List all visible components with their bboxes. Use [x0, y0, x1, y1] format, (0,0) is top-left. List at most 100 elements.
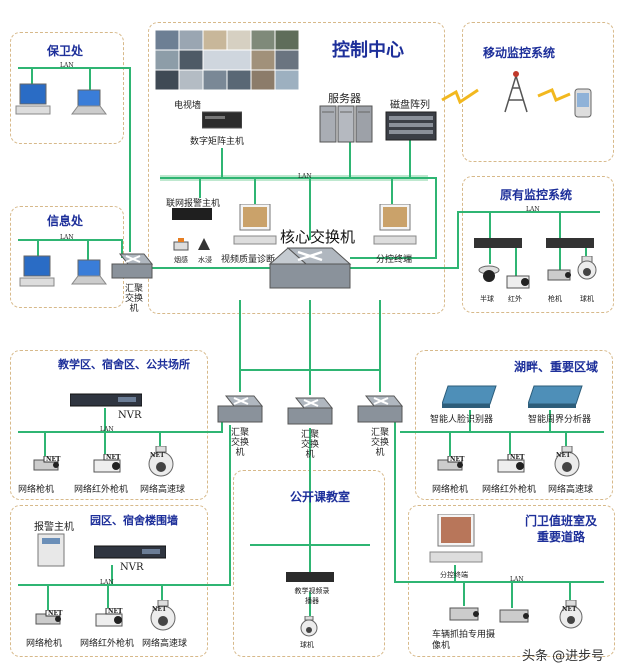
dvr-icon: [546, 238, 594, 248]
net-badge: NET: [556, 452, 571, 459]
perimeter-analyzer-icon: [528, 385, 583, 408]
tv-wall-label: 电视墙: [174, 101, 202, 111]
speed-dome-icon: [554, 446, 580, 477]
sub-terminal-label: 分控终端: [376, 255, 413, 265]
workstation-icon: [373, 204, 417, 245]
perimeter-analyzer-label: 智能周界分析器: [528, 415, 592, 425]
laptop-icon: [71, 259, 107, 285]
server-label: 服务器: [328, 92, 361, 105]
zone-title-gate: 门卫值班室及: [525, 514, 598, 528]
agg-switch-label: 汇聚交换机: [300, 430, 319, 460]
lan-label: LAN: [60, 234, 74, 241]
zone-title-control: 控制中心: [332, 40, 404, 61]
gun-camera-icon: [547, 269, 571, 281]
ir-camera-icon: [506, 275, 530, 289]
dome-camera-icon: [478, 265, 500, 282]
face-server-label: 智能人脸识别器: [430, 415, 494, 425]
legacy-cam-label: 红外: [508, 295, 522, 303]
net-badge: NET: [48, 610, 63, 617]
tv-wall-icon: [155, 30, 300, 91]
water-sensor-icon: [198, 238, 210, 250]
net-dome-label: 网络高速球: [548, 485, 594, 495]
legacy-cam-label: 枪机: [548, 295, 562, 303]
nvr-label: NVR: [120, 562, 144, 573]
face-server-icon: [442, 385, 497, 408]
zone-title-teaching: 教学区、宿舍区、公共场所: [58, 358, 190, 371]
net-badge: NET: [562, 606, 577, 613]
smoke-label: 烟感: [174, 256, 188, 264]
sub-terminal2-label: 分控终端: [440, 571, 468, 579]
plate-camera-icon: [499, 609, 529, 623]
nvr-icon: [94, 545, 166, 559]
matrix-label: 数字矩阵主机: [190, 137, 245, 147]
lan-label: LAN: [100, 579, 114, 586]
gun-camera-icon: [33, 456, 59, 471]
workstation-icon: [429, 514, 483, 563]
agg-switch-label: 汇聚交换机: [124, 284, 143, 314]
disk-array-icon: [385, 111, 437, 141]
zone-title-campus: 园区、宿舍楼围墙: [90, 514, 178, 527]
net-dome-label: 网络高速球: [140, 485, 186, 495]
nvr-icon: [70, 393, 142, 407]
speed-dome-icon: [148, 446, 174, 477]
ir-camera-icon: [93, 454, 121, 473]
antenna-icon: [513, 71, 519, 77]
agg-switch-icon: [217, 395, 264, 423]
net-ir-gun-label: 网络红外枪机: [74, 485, 129, 495]
agg-switch-icon: [287, 397, 334, 425]
speed-dome-icon: [150, 600, 176, 631]
nvr-label: NVR: [118, 410, 142, 421]
net-dome-label: 网络高速球: [142, 639, 188, 649]
zone-title-classroom: 公开课教室: [290, 490, 351, 504]
dome-cam-label: 球机: [300, 641, 314, 649]
core-switch-icon: [268, 247, 352, 289]
zone-title-baowei: 保卫处: [47, 44, 84, 58]
desktop-pc-icon: [15, 83, 51, 115]
net-badge: NET: [46, 456, 61, 463]
zone-title-xinxi: 信息处: [47, 214, 84, 228]
net-ir-gun-label: 网络红外枪机: [482, 485, 537, 495]
ir-camera-icon: [497, 454, 525, 473]
alarm-host-icon: [172, 208, 212, 220]
net-gun-label: 网络枪机: [432, 485, 469, 495]
water-label: 水浸: [198, 256, 212, 264]
alarm-panel-icon: [37, 533, 65, 567]
matrix-host-icon: [202, 111, 242, 129]
lan-label: LAN: [298, 173, 312, 180]
smoke-detector-icon: [173, 238, 189, 251]
lan-label: LAN: [526, 206, 540, 213]
video-diag-label: 视频质量诊断: [221, 255, 276, 265]
plate-cam-label: 车辆抓拍专用摄像机: [432, 630, 496, 651]
net-gun-label: 网络枪机: [26, 639, 63, 649]
watermark: 头条 @进步号: [522, 649, 605, 664]
zone-teaching: [10, 350, 208, 500]
legacy-cam-label: 半球: [480, 295, 494, 303]
speed-dome-icon: [559, 600, 583, 629]
net-badge: NET: [106, 454, 121, 461]
zone-title-gate-2: 重要道路: [537, 530, 586, 544]
gun-camera-icon: [35, 610, 61, 625]
lan-label: LAN: [510, 576, 524, 583]
dvr-icon: [474, 238, 522, 248]
alarm-host-label: 报警主机: [34, 522, 74, 533]
zone-title-legacy: 原有监控系统: [500, 188, 573, 202]
alarm-host-ctrl-label: 联网报警主机: [166, 199, 221, 209]
agg-switch-icon: [357, 395, 404, 423]
lan-label: LAN: [100, 426, 114, 433]
speed-dome-icon: [300, 616, 318, 637]
net-badge: NET: [150, 452, 165, 459]
agg-switch-icon: [111, 253, 154, 279]
net-ir-gun-label: 网络红外枪机: [80, 639, 135, 649]
net-badge: NET: [450, 456, 465, 463]
net-badge: NET: [510, 454, 525, 461]
net-badge: NET: [108, 608, 123, 615]
speed-dome-icon: [577, 256, 597, 280]
agg-switch-label: 汇聚交换机: [230, 428, 249, 458]
server-rack-icon: [319, 105, 373, 143]
desktop-pc-icon: [19, 255, 55, 287]
teaching-recorder-icon: [286, 572, 334, 582]
zone-lake: [415, 350, 613, 500]
core-switch-label: 核心交换机: [280, 228, 356, 246]
zone-title-lake: 湖畔、重要区域: [514, 360, 599, 374]
